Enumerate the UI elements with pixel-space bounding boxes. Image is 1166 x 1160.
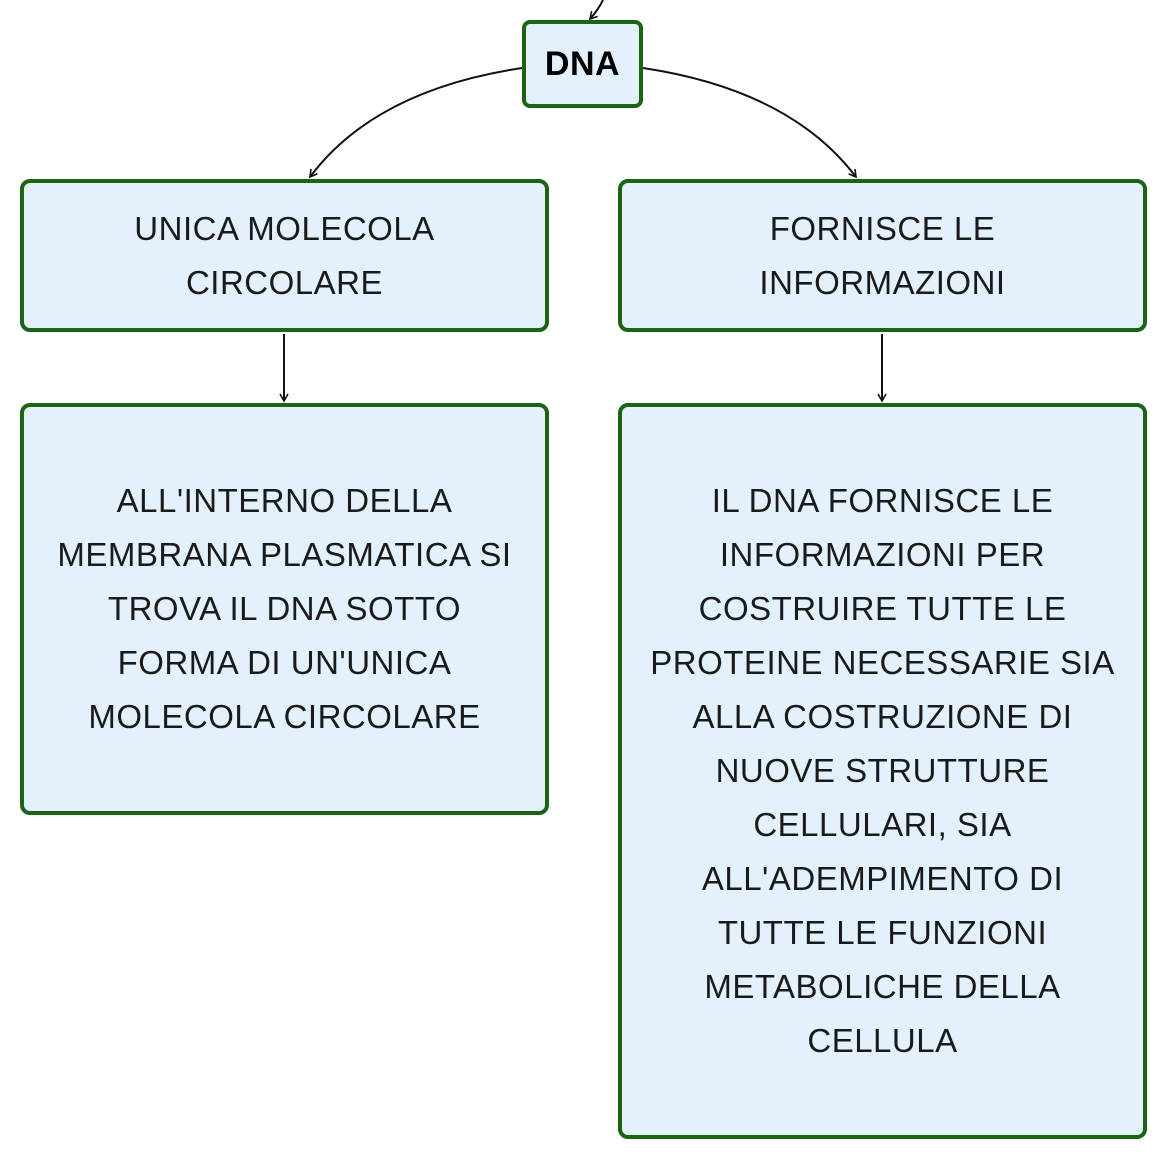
node-dna-label: DNA <box>544 44 621 83</box>
node-unica-label: UNICA MOLECOLA CIRCOLARE <box>134 209 435 301</box>
node-dna-fornisce-label: IL DNA FORNISCE LE INFORMAZIONI PER COST… <box>650 482 1115 1059</box>
node-fornisce-label: FORNISCE LE INFORMAZIONI <box>759 209 1006 301</box>
edge-dna-to-unica <box>309 67 523 179</box>
edge-dna-to-fornisce <box>642 67 857 179</box>
node-interno-membrana[interactable]: ALL'INTERNO DELLA MEMBRANA PLASMATICA SI… <box>20 403 549 815</box>
node-interno-label: ALL'INTERNO DELLA MEMBRANA PLASMATICA SI… <box>57 482 512 735</box>
node-dna[interactable]: DNA <box>522 20 643 108</box>
edge-incoming-to-dna <box>588 0 604 21</box>
node-dna-fornisce-informazioni[interactable]: IL DNA FORNISCE LE INFORMAZIONI PER COST… <box>618 403 1147 1139</box>
node-unica-molecola-circolare[interactable]: UNICA MOLECOLA CIRCOLARE <box>20 179 549 332</box>
node-fornisce-le-informazioni[interactable]: FORNISCE LE INFORMAZIONI <box>618 179 1147 332</box>
